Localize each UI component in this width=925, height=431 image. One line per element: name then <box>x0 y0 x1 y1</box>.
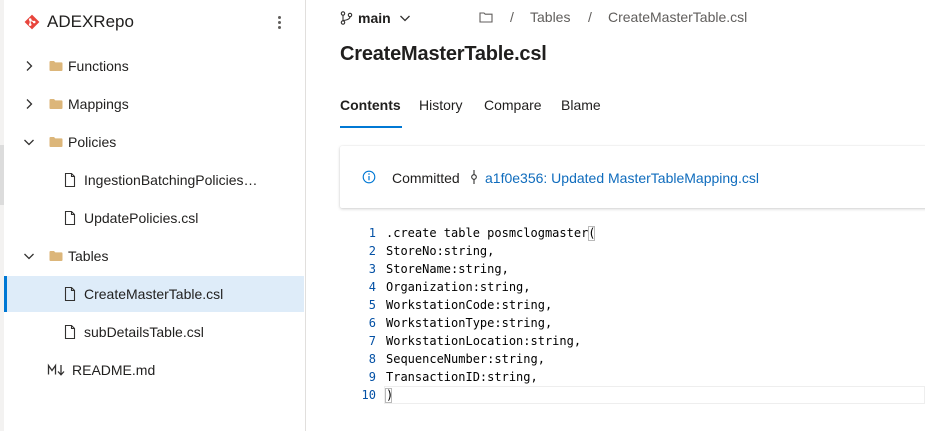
folder-icon <box>49 99 63 109</box>
tree-item-label: UpdatePolicies.csl <box>84 210 199 226</box>
tree-item-label: README.md <box>72 362 156 378</box>
code-line-text: .create table posmclogmaster( <box>386 226 596 240</box>
code-line-text: WorkstationType:string, <box>386 316 553 330</box>
code-line-text: StoreNo:string, <box>386 244 495 258</box>
folder-icon <box>49 137 63 147</box>
breadcrumb-separator: / <box>510 9 514 25</box>
line-number: 4 <box>368 280 376 294</box>
commit-info-card: Committed a1f0e356: Updated MasterTableM… <box>340 146 925 208</box>
line-number: 2 <box>368 244 376 258</box>
breadcrumb-folder[interactable]: Tables <box>530 9 571 25</box>
line-number: 8 <box>368 352 376 366</box>
code-line-text: Organization:string, <box>386 280 531 294</box>
tree-item-label: IngestionBatchingPolicies… <box>84 172 258 188</box>
tree-folder-mappings[interactable]: Mappings <box>4 86 304 122</box>
code-line: 10) <box>340 386 925 404</box>
tree-file-updatepolicies[interactable]: UpdatePolicies.csl <box>4 200 304 236</box>
line-number: 5 <box>368 298 376 312</box>
commit-icon <box>471 170 477 184</box>
code-line-text: WorkstationCode:string, <box>386 298 553 312</box>
code-line: 3 StoreName:string, <box>340 260 925 278</box>
tab-contents[interactable]: Contents <box>340 97 401 113</box>
file-icon <box>64 286 76 302</box>
code-line: 4 Organization:string, <box>340 278 925 296</box>
branch-name: main <box>358 10 391 26</box>
active-tab-indicator <box>340 126 402 128</box>
tree-file-readme[interactable]: README.md <box>4 352 304 388</box>
chevron-down-icon <box>24 253 34 260</box>
commit-link[interactable]: a1f0e356: Updated MasterTableMapping.csl <box>485 170 759 186</box>
sidebar-edge <box>0 0 4 431</box>
code-line-text: SequenceNumber:string, <box>386 352 545 366</box>
committed-label: Committed <box>392 170 460 186</box>
line-number: 10 <box>361 388 376 402</box>
code-line-text: WorkstationLocation:string, <box>386 334 582 348</box>
markdown-icon <box>47 363 65 376</box>
line-number: 6 <box>368 316 376 330</box>
file-icon <box>64 324 76 340</box>
chevron-right-icon <box>26 61 33 71</box>
more-options-icon[interactable] <box>272 12 286 32</box>
tree-folder-functions[interactable]: Functions <box>4 48 304 84</box>
chevron-right-icon <box>26 99 33 109</box>
line-number: 9 <box>368 370 376 384</box>
branch-icon <box>340 11 353 25</box>
file-icon <box>64 210 76 226</box>
chevron-down-icon <box>24 139 34 146</box>
code-line: 1 .create table posmclogmaster( <box>340 224 925 242</box>
code-line-text: ) <box>386 388 394 402</box>
tree-item-label: Tables <box>68 248 109 264</box>
code-line-text: StoreName:string, <box>386 262 509 276</box>
branch-selector[interactable]: main <box>340 9 411 27</box>
tree-folder-policies[interactable]: Policies <box>4 124 304 160</box>
code-line: 7 WorkstationLocation:string, <box>340 332 925 350</box>
repo-header[interactable]: ADEXRepo <box>24 10 134 34</box>
tree-file-createmastertable[interactable]: CreateMasterTable.csl <box>4 276 304 312</box>
code-line: 6 WorkstationType:string, <box>340 314 925 332</box>
bracket-match-highlight <box>588 226 595 241</box>
line-number: 7 <box>368 334 376 348</box>
file-tree-sidebar: ADEXRepo Functions Mappings Policies Ing… <box>0 0 306 431</box>
folder-icon <box>49 251 63 261</box>
folder-outline-icon[interactable] <box>479 10 493 24</box>
bracket-match-highlight <box>385 388 392 403</box>
tree-folder-tables[interactable]: Tables <box>4 238 304 274</box>
code-line: 9 TransactionID:string, <box>340 368 925 386</box>
line-number: 1 <box>368 226 376 240</box>
breadcrumb-separator: / <box>588 9 592 25</box>
tree-item-label: Functions <box>68 58 129 74</box>
code-line-text: TransactionID:string, <box>386 370 538 384</box>
repo-name: ADEXRepo <box>47 12 134 31</box>
code-line: 2 StoreNo:string, <box>340 242 925 260</box>
folder-icon <box>49 61 63 71</box>
code-editor[interactable]: 1 .create table posmclogmaster( 2 StoreNo:s… <box>340 224 925 431</box>
info-icon <box>362 170 376 184</box>
breadcrumb-file[interactable]: CreateMasterTable.csl <box>608 9 748 25</box>
chevron-down-icon <box>399 15 410 22</box>
page-title: CreateMasterTable.csl <box>340 43 547 65</box>
code-line: 8 SequenceNumber:string, <box>340 350 925 368</box>
code-line: 5 WorkstationCode:string, <box>340 296 925 314</box>
git-repo-icon <box>24 14 40 30</box>
tab-blame[interactable]: Blame <box>561 97 601 113</box>
tree-item-label: Mappings <box>68 96 129 112</box>
tree-item-label: Policies <box>68 134 117 150</box>
tree-file-subdetailstable[interactable]: subDetailsTable.csl <box>4 314 304 350</box>
tab-history[interactable]: History <box>419 97 463 113</box>
tree-file-ingestionbatchingpolicies[interactable]: IngestionBatchingPolicies… <box>4 162 304 198</box>
file-icon <box>64 172 76 188</box>
tree-item-label: subDetailsTable.csl <box>84 324 204 340</box>
tab-compare[interactable]: Compare <box>484 97 542 113</box>
tree-item-label: CreateMasterTable.csl <box>84 286 224 302</box>
line-number: 3 <box>368 262 376 276</box>
